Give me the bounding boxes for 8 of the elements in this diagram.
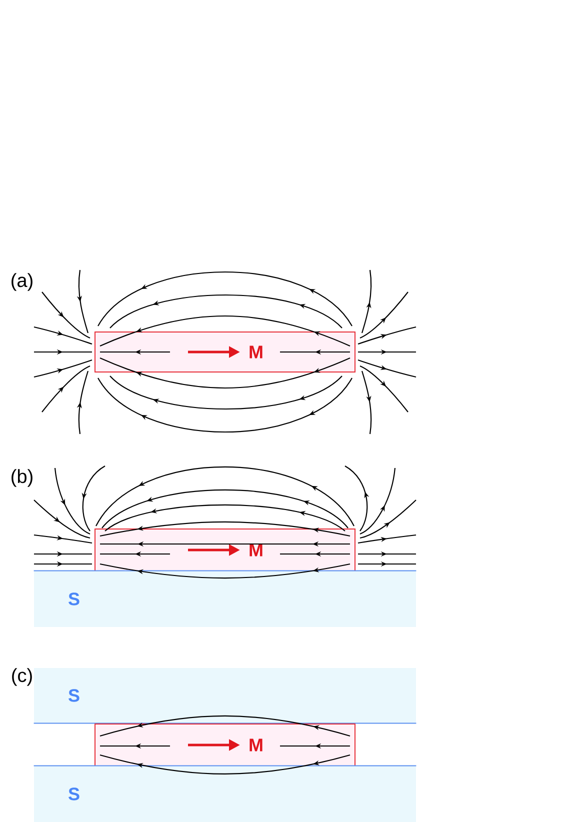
superconductor-region: S: [33, 668, 417, 724]
superconductor-region: S: [33, 765, 417, 822]
panel-label: (c): [12, 668, 32, 686]
panel-label: (b): [12, 469, 32, 487]
magnet-box: M: [94, 332, 356, 372]
superconductor-region: S: [33, 570, 417, 627]
panel-label: (a): [12, 273, 32, 291]
magnet-box: M: [94, 724, 356, 766]
